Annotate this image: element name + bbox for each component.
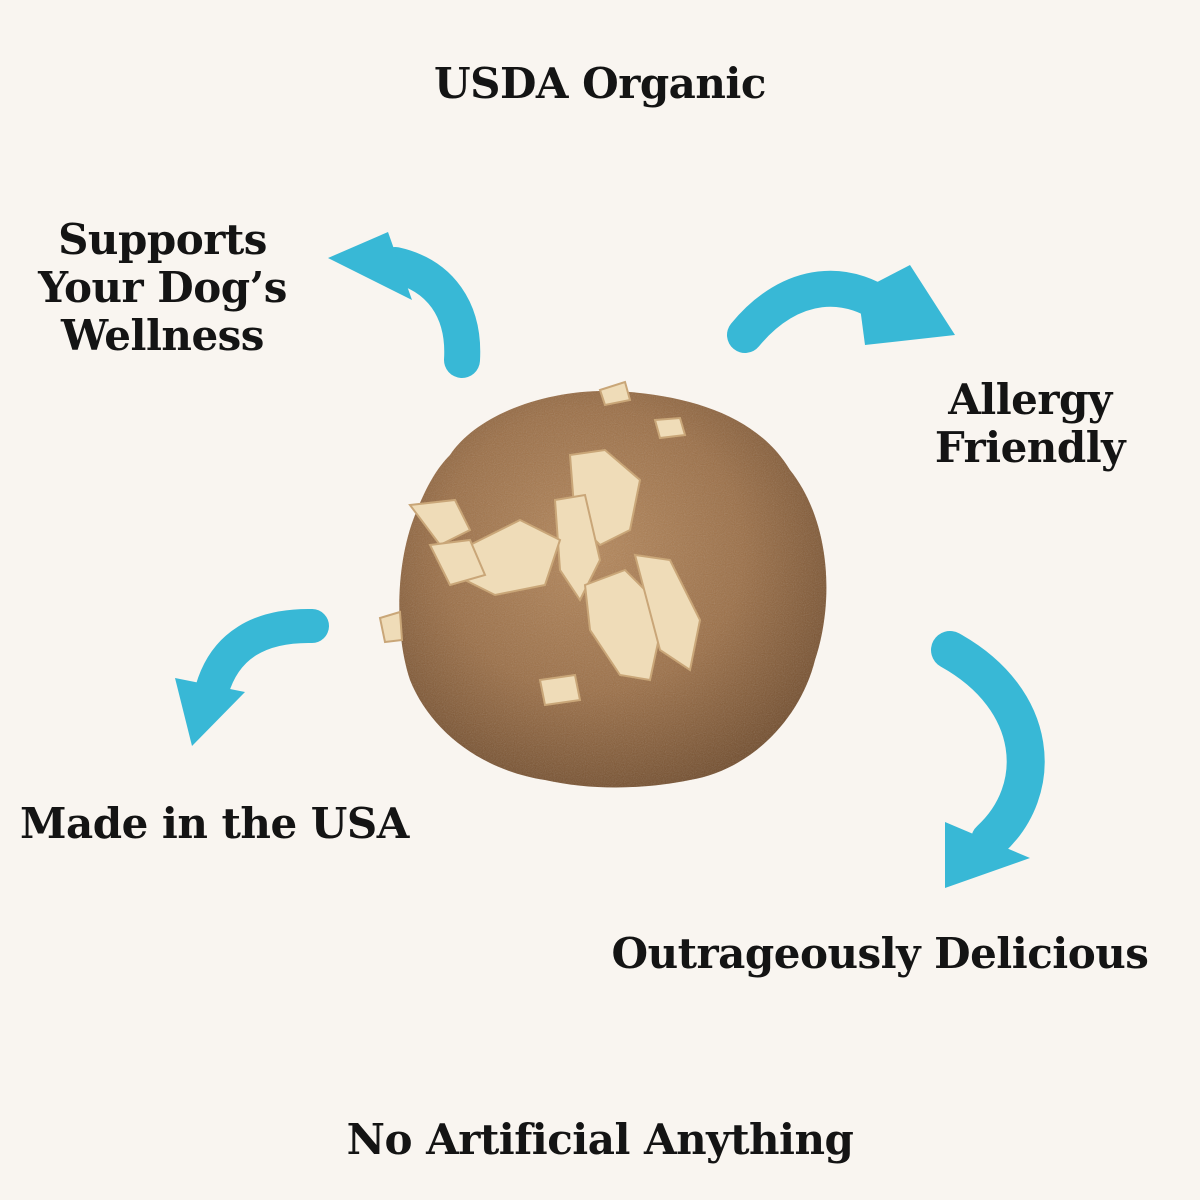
label-line: Wellness — [61, 311, 264, 360]
label-line: Friendly — [934, 423, 1126, 472]
treat-ball — [378, 380, 827, 788]
label-outrageously-delicious: Outrageously Delicious — [611, 929, 1149, 978]
label-made-in-usa: Made in the USA — [20, 799, 409, 848]
arrow-head-right — [945, 822, 1030, 888]
arrow-head-left — [175, 678, 245, 746]
arrow-left — [195, 608, 329, 707]
label-usda-organic: USDA Organic — [434, 59, 766, 108]
arrow-head-top-right — [858, 265, 955, 345]
arrow-right — [931, 631, 1045, 859]
label-supports-wellness: Supports Your Dog’s Wellness — [20, 216, 305, 360]
label-allergy-friendly: Allergy Friendly — [905, 376, 1155, 472]
arrow-head-top-left — [328, 232, 412, 300]
arrow-top-left — [377, 247, 481, 378]
label-line: Your Dog’s — [38, 263, 287, 312]
label-line: Supports — [58, 215, 267, 264]
label-line: Allergy — [948, 375, 1112, 424]
label-no-artificial: No Artificial Anything — [346, 1115, 854, 1164]
